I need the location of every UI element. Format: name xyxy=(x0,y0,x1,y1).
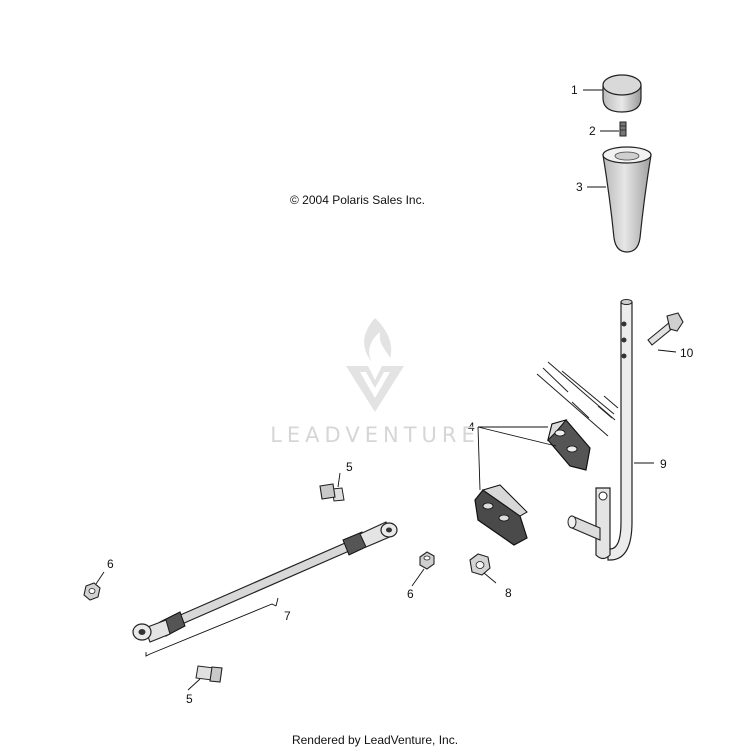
set-screw-part xyxy=(619,121,627,137)
lock-nut-part-8 xyxy=(469,553,491,576)
callout-3: 3 xyxy=(576,180,583,194)
bracket-reference xyxy=(536,361,619,437)
clamp-upper-part xyxy=(547,419,591,471)
callout-5-lower: 5 xyxy=(186,692,193,706)
callout-9: 9 xyxy=(660,457,667,471)
callout-5-upper: 5 xyxy=(346,460,353,474)
callout-6-left: 6 xyxy=(107,557,114,571)
linkage-rod-part xyxy=(132,521,398,643)
callout-4: 4 xyxy=(468,420,475,434)
callout-10: 10 xyxy=(680,346,694,360)
clamp-lower-part xyxy=(474,484,528,546)
leader-lines xyxy=(95,89,677,691)
footer-credit: Rendered by LeadVenture, Inc. xyxy=(291,733,459,747)
callout-8: 8 xyxy=(505,586,512,600)
copyright-text: © 2004 Polaris Sales Inc. xyxy=(290,193,425,207)
bolt-part-5-upper xyxy=(319,483,345,502)
watermark-text: LEADVENTURE xyxy=(270,423,480,447)
watermark-logo-icon xyxy=(346,318,404,412)
callout-6-right: 6 xyxy=(407,587,414,601)
callout-1: 1 xyxy=(571,83,578,97)
callout-7: 7 xyxy=(284,609,291,623)
knob-cap-part xyxy=(602,74,642,113)
nut-part-6-right xyxy=(419,551,435,570)
bolt-part-10 xyxy=(647,312,684,346)
shift-grip-part xyxy=(602,146,652,253)
shift-lever-part xyxy=(567,299,633,561)
callout-2: 2 xyxy=(589,124,596,138)
bolt-part-5-lower xyxy=(195,665,223,683)
nut-part-6-left xyxy=(83,582,101,601)
